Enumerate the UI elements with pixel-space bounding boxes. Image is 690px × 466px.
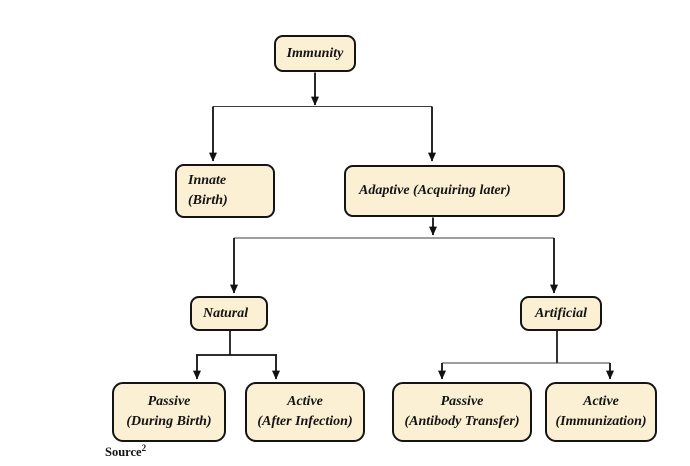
node-natural-active-sublabel: (After Infection) bbox=[257, 414, 353, 429]
node-innate-label: Innate bbox=[188, 173, 227, 188]
node-natural-passive-sublabel: (During Birth) bbox=[126, 414, 212, 429]
node-natural-passive-label: Passive bbox=[147, 394, 191, 409]
node-adaptive: Adaptive (Acquiring later) bbox=[344, 165, 565, 217]
node-artificial-passive: Passive (Antibody Transfer) bbox=[392, 382, 532, 442]
node-natural-passive: Passive (During Birth) bbox=[112, 382, 226, 442]
source-note: Source2 bbox=[105, 443, 146, 460]
source-note-superscript: 2 bbox=[141, 443, 147, 453]
node-artificial: Artificial bbox=[520, 296, 602, 331]
node-artificial-label: Artificial bbox=[534, 305, 588, 321]
node-artificial-active: Active (Immunization) bbox=[545, 382, 657, 442]
node-natural-active-label: Active bbox=[287, 394, 323, 409]
node-innate-sublabel: (Birth) bbox=[188, 193, 228, 208]
node-immunity-label: Immunity bbox=[286, 45, 344, 61]
node-artificial-active-label: Active bbox=[583, 394, 619, 409]
node-natural: Natural bbox=[190, 296, 268, 331]
node-artificial-active-sublabel: (Immunization) bbox=[555, 414, 647, 429]
node-natural-active: Active (After Infection) bbox=[245, 382, 365, 442]
source-note-label: Source bbox=[105, 445, 142, 460]
node-adaptive-label: Adaptive (Acquiring later) bbox=[359, 183, 511, 198]
node-immunity: Immunity bbox=[274, 35, 356, 72]
node-innate: Innate (Birth) bbox=[175, 164, 275, 218]
node-natural-label: Natural bbox=[203, 305, 249, 321]
node-artificial-passive-label: Passive bbox=[440, 394, 484, 409]
node-artificial-passive-sublabel: (Antibody Transfer) bbox=[404, 414, 520, 429]
